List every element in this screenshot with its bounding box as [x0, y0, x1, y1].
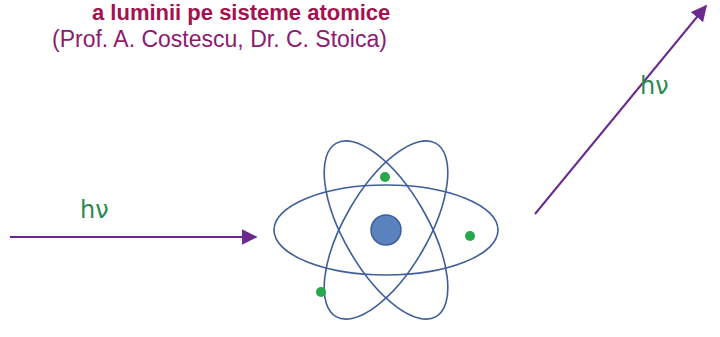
nucleus — [371, 215, 401, 245]
electrons — [316, 172, 475, 297]
authors-line: (Prof. A. Costescu, Dr. C. Stoica) — [52, 26, 387, 53]
incoming-photon-arrow — [10, 236, 256, 238]
electron-orbits — [274, 122, 498, 337]
outgoing-photon-arrow — [535, 6, 706, 214]
photon-label: hν — [640, 72, 669, 100]
slide-title: a luminii pe sisteme atomice — [92, 0, 390, 26]
photon-label: hν — [80, 196, 109, 224]
